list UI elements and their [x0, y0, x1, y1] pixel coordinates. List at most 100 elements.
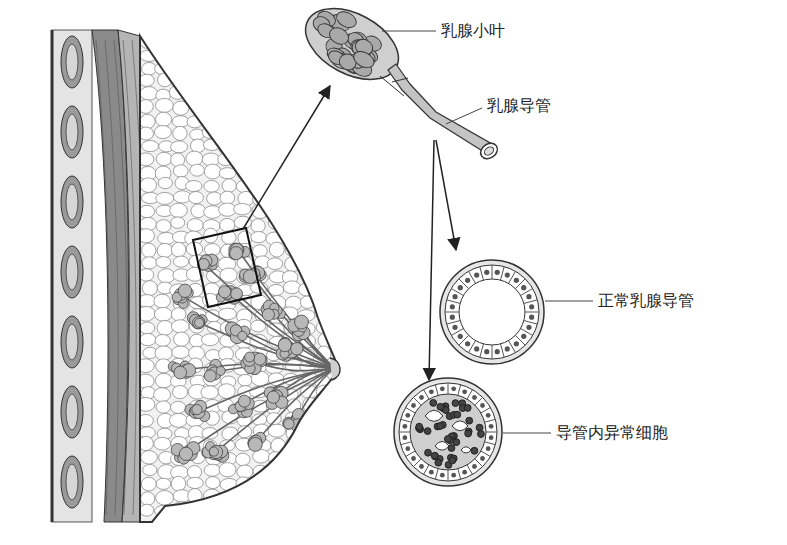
fat-globule [141, 451, 158, 464]
nucleus [458, 285, 463, 290]
abnormal-cell [476, 424, 483, 431]
fat-globule [284, 153, 300, 166]
nucleus [486, 446, 491, 451]
fat-globule [250, 142, 267, 154]
nucleus [451, 386, 456, 391]
fat-globule [300, 439, 316, 451]
cell-border [447, 321, 461, 325]
fat-globule [174, 332, 190, 346]
fat-globule [253, 33, 268, 47]
fat-globule [267, 102, 285, 116]
cell-border [435, 469, 438, 480]
fat-globule [221, 103, 235, 116]
nucleus [489, 435, 494, 440]
fat-globule [187, 60, 204, 72]
nucleus [451, 473, 456, 478]
section-arrow [436, 140, 456, 250]
cell-border [492, 345, 493, 359]
section-arrow [429, 140, 434, 380]
cell-border [525, 312, 539, 313]
fat-globule [266, 48, 283, 62]
nucleus [480, 456, 485, 461]
fibre [123, 40, 136, 515]
rib-core [66, 254, 78, 290]
fat-globule [251, 125, 268, 138]
fat-globule [238, 492, 254, 505]
abnormal-cell [452, 400, 459, 407]
cell-border [424, 465, 430, 475]
fat-globule [269, 242, 284, 257]
rib-core [66, 394, 78, 430]
fat-globule [156, 152, 172, 165]
fat-globule [299, 490, 314, 502]
abnormal-cell [466, 417, 473, 424]
cell-border [486, 432, 497, 433]
fat-globule [189, 50, 203, 64]
fat-globule [286, 436, 302, 451]
fat-globule [332, 244, 346, 259]
fat-globule [284, 86, 300, 99]
fat-globule [219, 87, 235, 101]
fat-globule [300, 477, 315, 489]
fat-globule [331, 298, 346, 309]
fat-globule [298, 178, 316, 193]
fat-globule [154, 294, 170, 308]
fat-globule [236, 111, 252, 126]
fat-globule [171, 141, 188, 153]
lobule-cell [178, 284, 191, 297]
fat-globule [318, 285, 333, 296]
lobule-cell [291, 343, 303, 355]
fat-globule [332, 414, 349, 428]
fat-globule [316, 450, 334, 462]
fat-globule [315, 296, 330, 310]
fat-globule [316, 139, 333, 150]
fat-globule [302, 258, 318, 271]
fat-globule [204, 464, 220, 476]
duct-branch [380, 76, 408, 96]
fat-globule [171, 242, 185, 257]
lobule-cell [193, 317, 205, 329]
rib [61, 456, 83, 508]
fat-globule [252, 48, 267, 62]
fat-globule [282, 454, 300, 466]
fat-globule [190, 89, 206, 103]
lobule-cell [192, 404, 202, 414]
cell-border [469, 271, 476, 283]
fat-globule [204, 164, 221, 179]
fat-globule [186, 151, 203, 166]
fat-globule [329, 220, 346, 232]
fat-globule [157, 243, 173, 257]
fat-globule [332, 87, 346, 101]
fat-globule [156, 490, 174, 505]
fat-globule [234, 203, 251, 214]
fat-globule [173, 165, 188, 177]
leader-lines [382, 31, 593, 433]
fat-globule [301, 152, 319, 167]
fat-globule [140, 333, 156, 345]
fat-globule [315, 398, 332, 411]
fat-globule [334, 284, 350, 295]
cell-border [467, 390, 473, 400]
part-label: 乳腺小叶 [441, 21, 505, 40]
lumen-gap [425, 410, 443, 421]
fat-globule [206, 36, 220, 49]
zoom-arrow [243, 86, 330, 229]
fat-globule [270, 74, 287, 88]
cell-layer [399, 383, 497, 481]
fat-globule [329, 152, 347, 163]
fat-globule [251, 502, 267, 517]
fat-globule [267, 323, 285, 337]
fat-globule [330, 449, 345, 464]
fat-globule [252, 179, 268, 191]
nucleus [474, 346, 479, 351]
fat-globule [142, 281, 157, 296]
lobule-cell [267, 391, 279, 403]
lobule-cell [245, 352, 255, 362]
fat-globule [333, 424, 348, 437]
fat-globule [157, 320, 173, 335]
fat-globule [331, 322, 346, 334]
milk-duct [238, 250, 334, 368]
fat-globule [156, 401, 171, 413]
fibre [96, 40, 109, 515]
fat-globule [171, 74, 186, 85]
